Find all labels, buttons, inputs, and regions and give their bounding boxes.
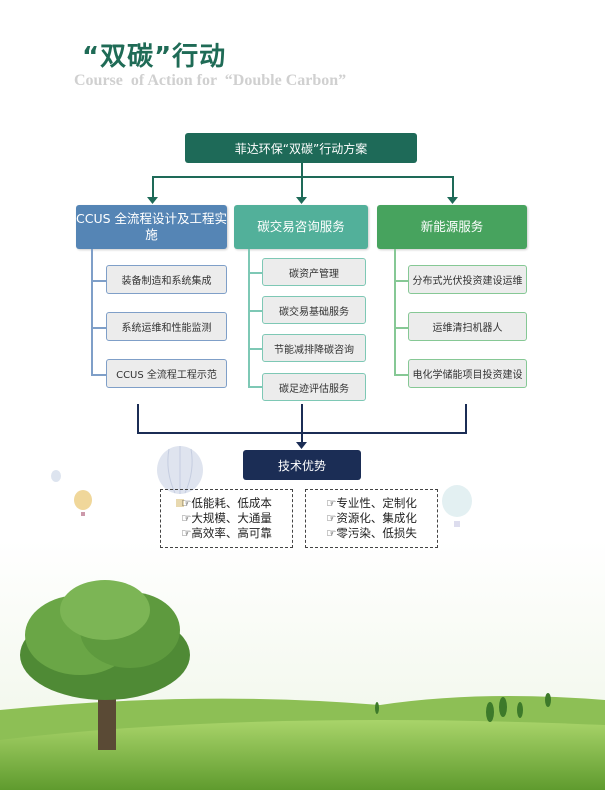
list-item: 系统运维和性能监测 [106, 312, 227, 341]
advantages-heading: 技术优势 [243, 450, 361, 480]
advantage-item: ☞高效率、高可靠 [181, 526, 272, 540]
advantage-item: ☞大规模、大通量 [181, 511, 272, 525]
category-carbon-trading: 碳交易咨询服务 [234, 205, 368, 249]
balloon-icon [74, 490, 92, 516]
list-item: 碳资产管理 [262, 258, 366, 286]
list-item: 碳足迹评估服务 [262, 373, 366, 401]
list-item: CCUS 全流程工程示范 [106, 359, 227, 388]
root-node: 菲达环保“双碳”行动方案 [185, 133, 417, 163]
landscape-illustration [0, 540, 605, 790]
advantage-item: ☞低能耗、低成本 [181, 496, 272, 510]
category-ccus: CCUS 全流程设计及工程实施 [76, 205, 227, 249]
list-item: 碳交易基础服务 [262, 296, 366, 324]
balloon-icon [157, 446, 203, 507]
list-item: 节能减排降碳咨询 [262, 334, 366, 362]
advantage-item: ☞专业性、定制化 [326, 496, 417, 510]
advantage-item: ☞零污染、低损失 [326, 526, 417, 540]
list-item: 电化学储能项目投资建设 [408, 359, 527, 388]
arrow-down-icon [147, 197, 158, 204]
list-item: 运维清扫机器人 [408, 312, 527, 341]
balloon-icon [442, 485, 472, 527]
balloon-icon [51, 470, 61, 482]
page-subtitle: Course of Action for “Double Carbon” [74, 72, 347, 89]
page-title: “双碳”行动 [82, 42, 227, 72]
advantages-left: ☞低能耗、低成本 ☞大规模、大通量 ☞高效率、高可靠 [160, 489, 293, 548]
arrow-down-icon [296, 197, 307, 204]
arrow-down-icon [296, 442, 307, 449]
arrow-down-icon [447, 197, 458, 204]
tree-icon [20, 580, 190, 750]
category-new-energy: 新能源服务 [377, 205, 527, 249]
advantage-item: ☞资源化、集成化 [326, 511, 417, 525]
advantages-right: ☞专业性、定制化 ☞资源化、集成化 ☞零污染、低损失 [305, 489, 438, 548]
list-item: 装备制造和系统集成 [106, 265, 227, 294]
list-item: 分布式光伏投资建设运维 [408, 265, 527, 294]
